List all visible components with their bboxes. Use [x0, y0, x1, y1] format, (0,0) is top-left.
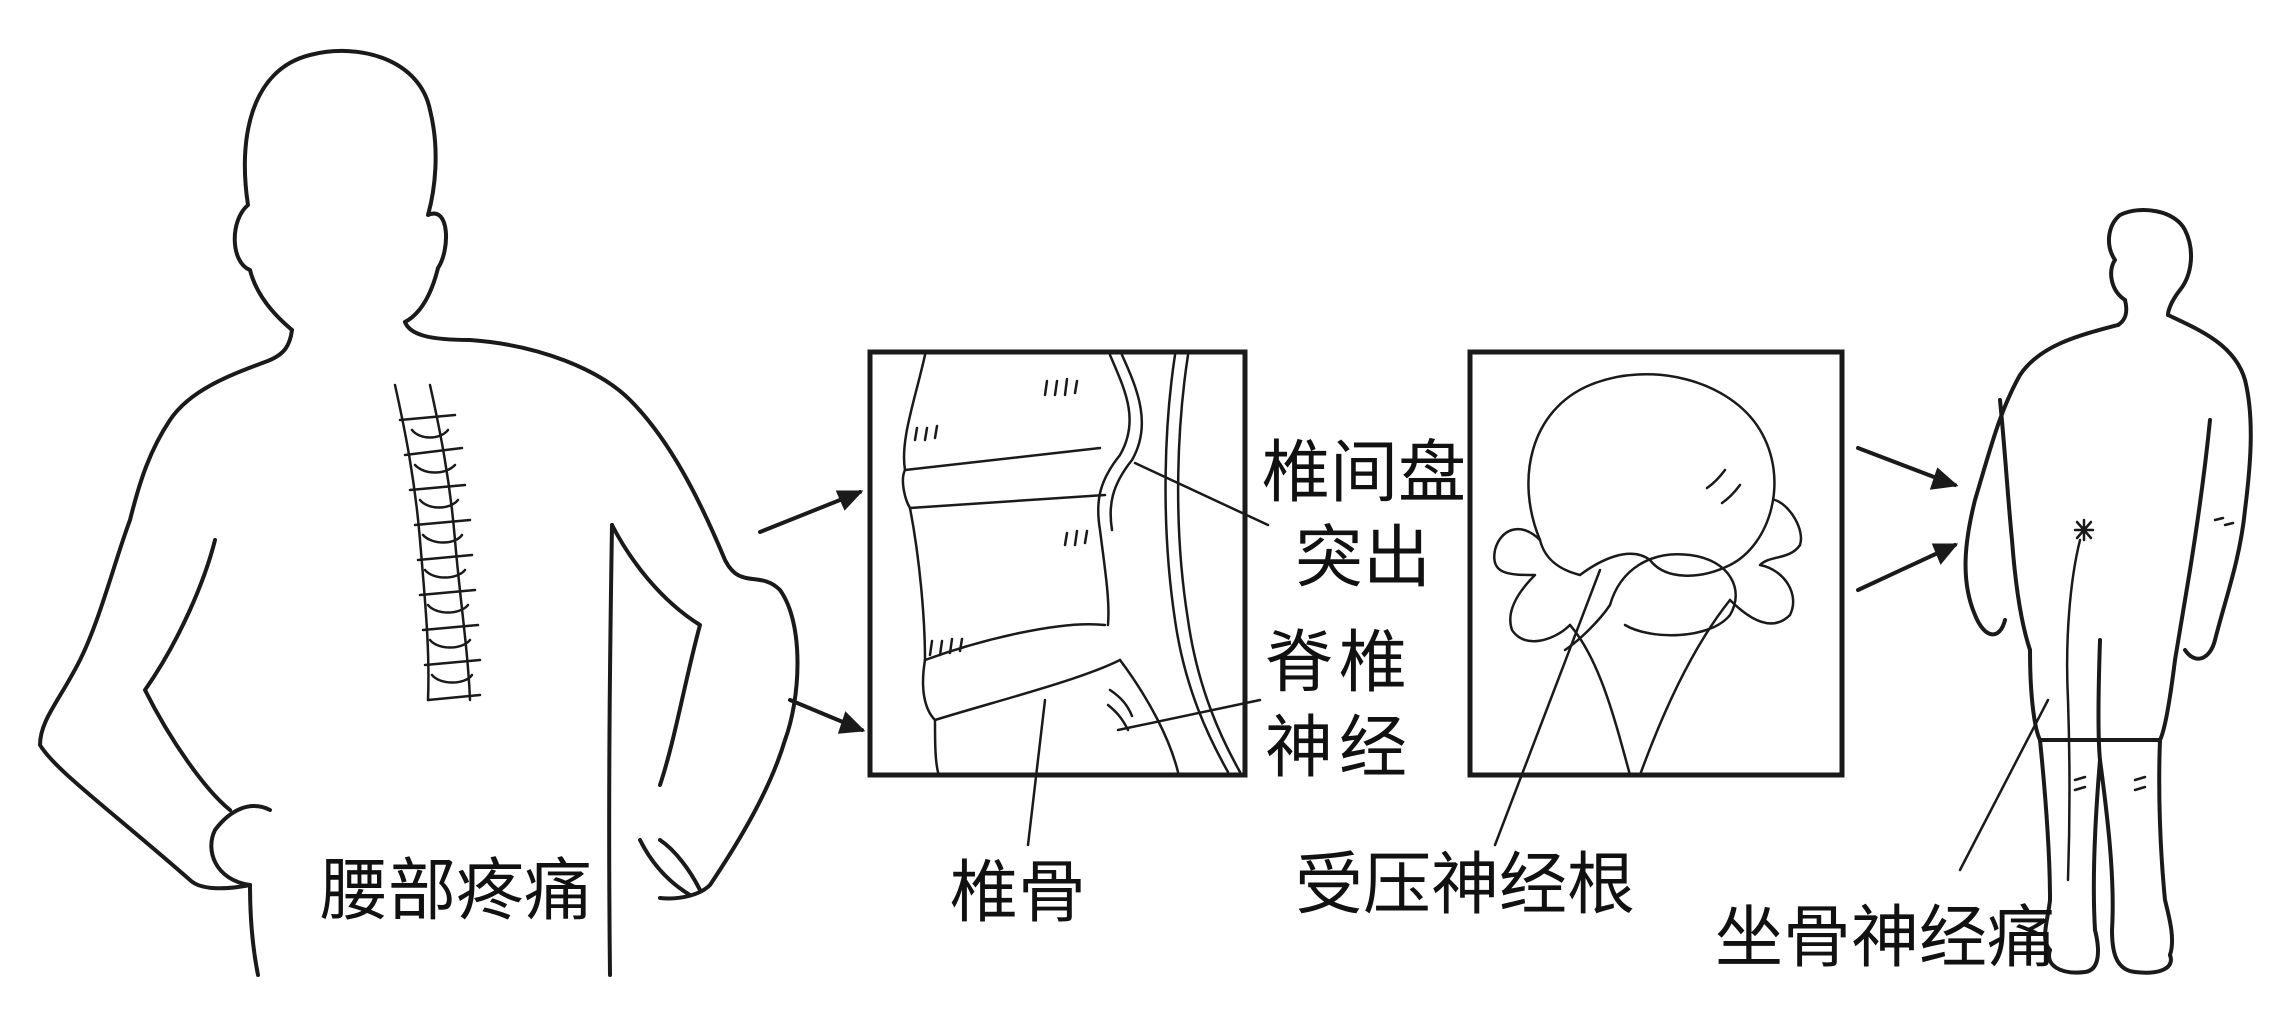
- arrow-to-leg-top: [1856, 446, 1959, 490]
- low-back-pain-label: 腰部疼痛: [320, 852, 593, 931]
- full-body-figure: [1958, 208, 2253, 975]
- vertebra-label: 椎骨: [950, 854, 1087, 933]
- vertebra-axial-view-box: [1467, 349, 1845, 847]
- arrow-to-spine-box-bottom: [788, 698, 866, 734]
- spine-side-view-box: [867, 349, 1270, 847]
- spinal-nerve-label-line1: 脊椎: [1265, 624, 1414, 703]
- arrow-to-leg-bottom: [1856, 543, 1959, 592]
- compressed-nerve-root-label: 受压神经根: [1295, 846, 1636, 925]
- back-torso-figure: [38, 48, 800, 977]
- disc-herniation-label-line2: 突出: [1295, 519, 1432, 598]
- sciatica-label: 坐骨神经痛: [1715, 899, 2056, 978]
- spinal-nerve-label-line2: 神经: [1265, 709, 1414, 788]
- arrow-to-spine-box-top: [758, 490, 864, 534]
- spine-vertebrae: [398, 413, 482, 702]
- disc-herniation-label-line1: 椎间盘: [1262, 434, 1467, 513]
